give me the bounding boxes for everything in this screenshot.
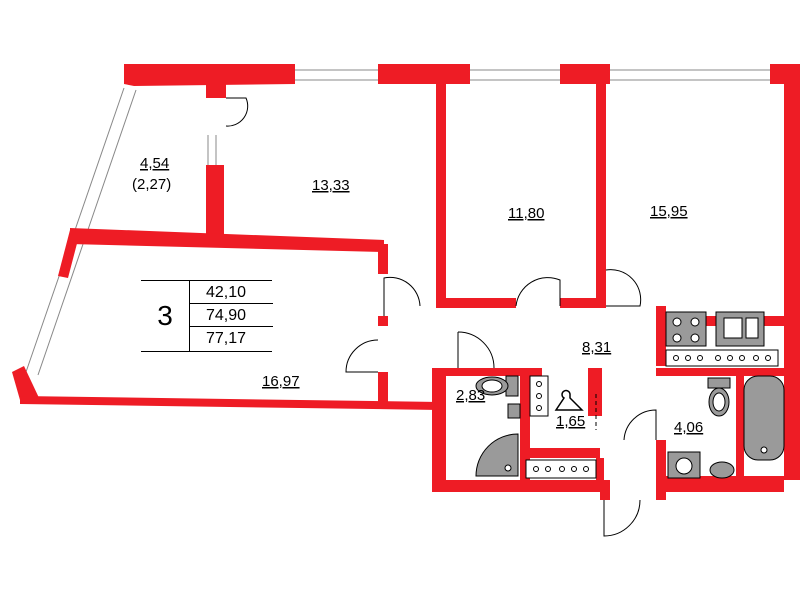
- doors: [225, 97, 657, 537]
- room-area-living: 16,97: [262, 373, 300, 390]
- summary-box: 3 42,10 74,90 77,17: [141, 280, 273, 352]
- toilet-icon: [475, 375, 519, 397]
- bathtub-icon: [743, 375, 785, 461]
- room-area-b: 11,80: [508, 205, 544, 222]
- hanger-icon: [554, 389, 584, 411]
- area-labels: 4,54 (2,27) 13,33 11,80 15,95 16,97 8,31…: [132, 155, 703, 436]
- room-area-wardrobe: 1,65: [556, 413, 585, 430]
- summary-values: 42,10 74,90 77,17: [189, 281, 273, 351]
- room-area-a: 13,33: [312, 177, 350, 194]
- kitchen-fixtures: [665, 311, 779, 367]
- room-area-balcony: 4,54: [140, 155, 169, 172]
- total-area-value: 74,90: [190, 304, 273, 327]
- room-area-hall: 8,31: [582, 339, 611, 356]
- bathroom-fixtures: [475, 375, 785, 479]
- walls: [12, 64, 800, 500]
- wardrobe-fixtures: [529, 375, 597, 430]
- room-area-c: 15,95: [650, 203, 688, 220]
- room-area-bathroom-small: 2,83: [456, 387, 485, 404]
- toilet-icon: [707, 377, 731, 417]
- room-count: 3: [157, 300, 173, 331]
- room-area-bathroom-large: 4,06: [674, 419, 703, 436]
- stove-icon: [665, 311, 707, 347]
- room-area-balcony-sub: (2,27): [132, 176, 171, 193]
- shower-icon: [475, 433, 519, 477]
- living-area-value: 42,10: [190, 281, 273, 304]
- total-area-with-balcony-value: 77,17: [206, 330, 247, 347]
- washer-icon: [667, 451, 701, 479]
